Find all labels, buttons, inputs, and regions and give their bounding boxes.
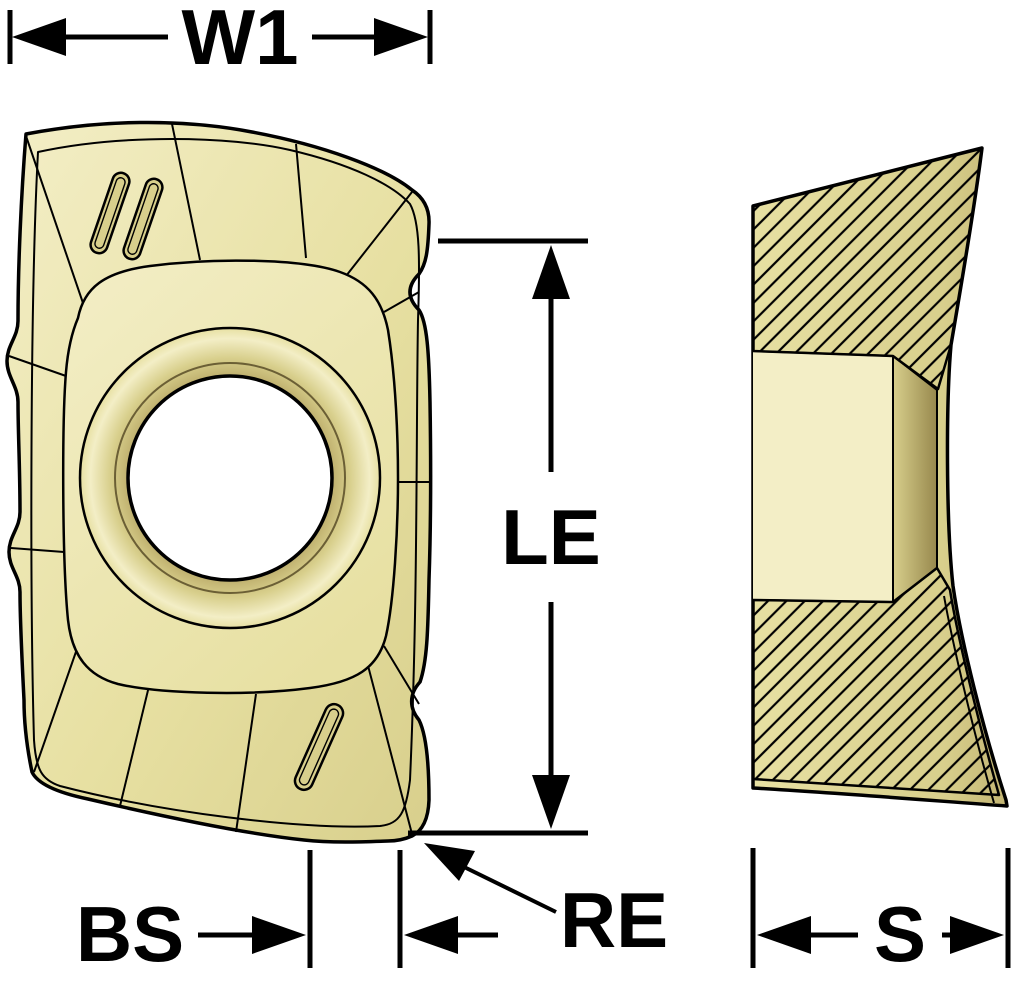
bs-arrowhead-right [404, 916, 458, 954]
w1-arrowhead-right [374, 18, 428, 56]
facet-line [365, 657, 413, 835]
s-arrowhead-left [757, 916, 811, 954]
re-label: RE [560, 876, 668, 964]
bs-arrowhead-left [252, 916, 306, 954]
facet-line [25, 135, 85, 307]
facet-line [383, 645, 420, 705]
bore-cavity [753, 351, 937, 602]
slot-top-1 [89, 171, 131, 255]
re-arrowhead [424, 843, 475, 881]
facet-line [345, 191, 413, 277]
dimension-le: LE [408, 238, 601, 836]
bore-edge [752, 350, 938, 603]
dimension-bs: BS [76, 850, 498, 978]
bs-label: BS [76, 890, 184, 978]
facet-line [8, 355, 67, 377]
facet-line [295, 143, 307, 259]
le-label: LE [501, 493, 601, 581]
dimension-w1: W1 [7, 0, 433, 81]
front-view [5, 120, 433, 844]
dimension-s: S [750, 848, 1011, 978]
s-label: S [874, 890, 926, 978]
hatch-region-top [751, 146, 984, 391]
re-leader-line [457, 862, 557, 914]
slot-bottom [293, 702, 345, 792]
facet-line [10, 547, 65, 553]
facet-line [33, 645, 79, 773]
facet-line [171, 123, 201, 261]
w1-label: W1 [182, 0, 299, 81]
side-view [751, 146, 1009, 808]
bore-far-wall [893, 356, 937, 602]
edge-bevel-line [943, 595, 995, 804]
s-arrowhead-right [950, 916, 1004, 954]
hatch-region-bottom [751, 566, 1001, 797]
countersink-transition-edge [114, 362, 346, 594]
dimension-re: RE [424, 843, 668, 964]
facet-line [383, 291, 420, 313]
le-arrowhead-up [532, 245, 570, 299]
insert-bevel-line [30, 138, 421, 828]
w1-arrowhead-left [12, 18, 66, 56]
facet-line [119, 681, 151, 807]
center-hole [126, 374, 334, 582]
facet-line [235, 693, 257, 833]
slot-top-2 [122, 177, 164, 261]
le-arrowhead-down [532, 775, 570, 829]
